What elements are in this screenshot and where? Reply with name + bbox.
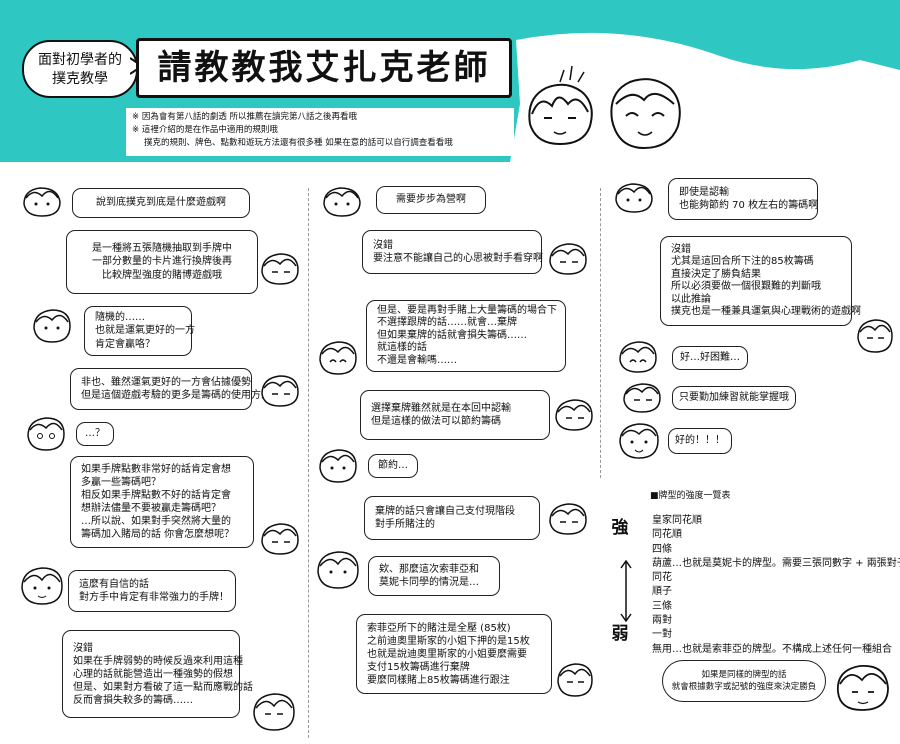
subtitle-bubble: 面對初學者的 撲克教學 <box>22 40 138 98</box>
hand-rank-item: 兩對 <box>652 615 672 627</box>
speech-bubble: 沒錯 如果在手牌弱勢的時候反過來利用這種 心理的話就能營造出一種強勢的假想 但是… <box>62 630 253 718</box>
student-face-icon <box>319 341 357 375</box>
speech-bubble: 欸、那麼這次索菲亞和 莫妮卡同學的情況是… <box>368 556 500 596</box>
isaac-face-icon <box>557 663 593 697</box>
speech-bubble: 如果手牌點數非常好的話肯定會想 多贏一些籌碼吧？ 相反如果手牌點數不好的話肯定會… <box>70 456 254 548</box>
isaac-face-icon <box>857 319 893 353</box>
note-line-1: ※ 因為會有第八話的劇透 所以推薦在讀完第八話之後再看哦 <box>132 112 358 122</box>
student-face-icon <box>615 183 653 213</box>
hand-rank-item: 同花 <box>652 572 672 584</box>
hand-rank-item: 無用…也就是索菲亞的牌型。不構成上述任何一種組合 <box>652 643 892 655</box>
isaac-face-icon <box>261 523 299 555</box>
speech-bubble: 好的！！！ <box>668 428 732 454</box>
isaac-header-portrait <box>528 83 593 146</box>
student-face-icon <box>27 417 65 451</box>
hand-ranking-list: 皇家同花順 同花順 四條 葫蘆…也就是莫妮卡的牌型。需要三張同數字 + 兩張對子… <box>652 514 900 657</box>
student-face-icon <box>619 341 657 373</box>
isaac-face-icon <box>549 503 587 535</box>
isaac-face-icon <box>261 375 299 407</box>
ranking-title: ■牌型的強度一覽表 <box>650 491 731 501</box>
isaac-face-icon <box>623 383 661 413</box>
speech-bubble: 好…好困難… <box>672 346 748 370</box>
speech-bubble: 需要步步為營啊 <box>376 186 486 214</box>
student-face-icon <box>619 423 659 459</box>
speech-bubble: 只要勤加練習就能掌握哦 <box>672 386 796 410</box>
student-face-icon <box>21 567 63 605</box>
speech-bubble: 沒錯 要注意不能讓自己的心思被對手看穿啊 <box>362 230 543 274</box>
sparkle-marks <box>559 65 585 83</box>
hand-rank-item: 一對 <box>652 629 672 641</box>
note-line-2: ※ 這裡介紹的是在作品中適用的規則哦 <box>132 125 278 135</box>
student-face-icon <box>323 187 361 217</box>
column-divider-1 <box>308 188 309 738</box>
student-face-icon <box>319 449 357 483</box>
hand-rank-item: 皇家同花順 <box>652 515 702 526</box>
student-header-portrait <box>610 78 681 150</box>
speech-bubble: 是一種將五張隨機抽取到手牌中 一部分數量的卡片進行換牌後再 比較牌型強度的賭博遊… <box>66 230 258 294</box>
speech-bubble: 節約… <box>368 454 418 478</box>
weak-label: 弱 <box>611 624 629 644</box>
subtitle-line-2: 撲克教學 <box>52 71 108 87</box>
speech-bubble: 即使是認輸 也能夠節約 70 枚左右的籌碼啊 <box>668 178 818 220</box>
speech-bubble: 棄牌的話只會讓自己支付現階段 對手所賭注的 <box>364 496 540 540</box>
speech-bubble: 這麼有自信的話 對方手中肯定有非常強力的手牌！ <box>68 570 236 612</box>
note-line-3: 撲克的規則、牌色、點數和遊玩方法還有很多種 如果在意的話可以自行調查看看哦 <box>144 138 453 148</box>
subtitle-line-1: 面對初學者的 <box>38 52 122 68</box>
hand-rank-item: 順子 <box>652 586 672 598</box>
column-divider-2 <box>600 188 601 478</box>
strength-arrow <box>620 560 632 622</box>
speech-bubble: …？ <box>76 422 114 446</box>
speech-bubble: 沒錯 尤其是這回合所下注的85枚籌碼 直接決定了勝負結果 所以必須要做一個很艱難… <box>660 236 861 326</box>
speech-bubble: 說到底撲克到底是什麼遊戲啊 <box>72 188 250 218</box>
speech-bubble: 如果是同樣的牌型的話 就會根據數字或記號的強度來決定勝負 <box>662 660 826 702</box>
isaac-face-icon <box>261 253 299 285</box>
hand-rank-item: 葫蘆…也就是莫妮卡的牌型。需要三張同數字 + 兩張對子 <box>652 557 900 569</box>
student-face-icon <box>23 187 61 217</box>
strong-label: 強 <box>611 518 629 538</box>
isaac-face-icon <box>253 693 295 731</box>
speech-bubble: 索菲亞所下的賭注是全壓 (85枚) 之前迪奧里斯家的小姐下押的是15枚 也就是說… <box>356 614 552 694</box>
speech-bubble: 隨機的…… 也就是運氣更好的一方 肯定會贏咯？ <box>84 306 195 356</box>
speech-bubble: 但是、要是再對手賭上大量籌碼的場合下 不選擇跟牌的話……就會…棄牌 但如果棄牌的… <box>366 300 566 372</box>
student-face-icon <box>33 309 71 343</box>
hand-rank-item: 同花順 <box>652 529 682 541</box>
hand-rank-item: 四條 <box>652 543 672 555</box>
header-notes: ※ 因為會有第八話的劇透 所以推薦在讀完第八話之後再看哦 ※ 這裡介紹的是在作品… <box>126 108 514 156</box>
student-face-icon <box>317 551 359 589</box>
hand-rank-item: 三條 <box>652 600 672 612</box>
isaac-face-icon <box>837 665 889 711</box>
speech-bubble: 選擇棄牌雖然就是在本回中認輸 但是這樣的做法可以節約籌碼 <box>360 390 550 440</box>
isaac-face-icon <box>549 243 587 275</box>
speech-bubble: 非也、雖然運氣更好的一方會佔據優勢 但是這個遊戲考驗的更多是籌碼的使用方式 <box>70 368 271 410</box>
isaac-face-icon <box>555 399 593 431</box>
page-title: 請教教我艾扎克老師 <box>136 38 512 98</box>
